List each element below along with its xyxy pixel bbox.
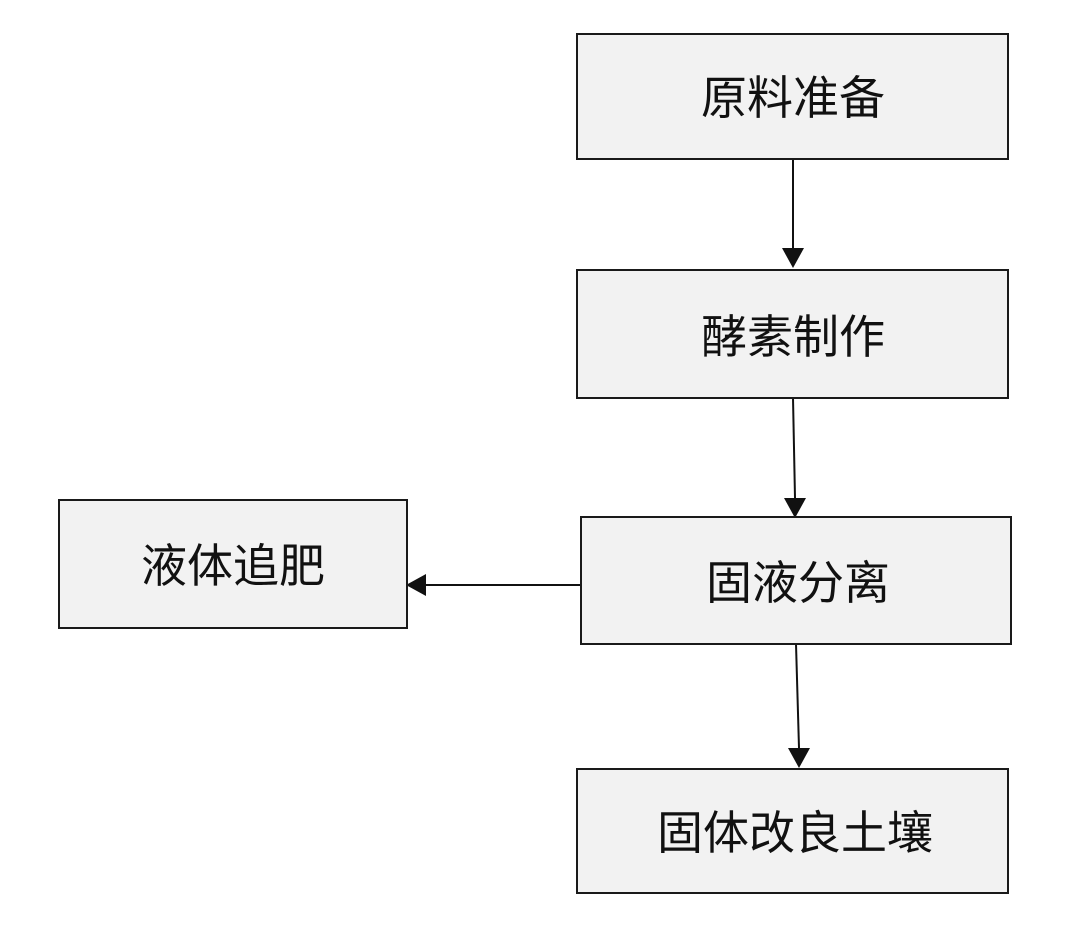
- node-liquid-topdressing[interactable]: 液体追肥: [58, 499, 408, 629]
- arrowhead-icon: [784, 498, 806, 518]
- node-box: [576, 269, 1009, 399]
- arrowhead-icon: [788, 748, 810, 768]
- arrowhead-icon: [406, 574, 426, 596]
- node-label: 液体追肥: [141, 539, 325, 593]
- node-label: 固液分离: [706, 556, 890, 610]
- edge-line: [795, 643, 800, 749]
- node-box: [58, 499, 408, 629]
- node-box: [580, 516, 1012, 645]
- edges: [406, 159, 810, 768]
- edge-line: [792, 397, 796, 499]
- node-box: [576, 768, 1009, 894]
- edge-enzyme-to-separate: [784, 397, 806, 518]
- node-enzyme-production[interactable]: 酵素制作: [576, 269, 1009, 399]
- node-solid-soil-improvement[interactable]: 固体改良土壤: [576, 768, 1009, 894]
- edge-separate-to-solid: [788, 643, 810, 768]
- edge-raw-to-enzyme: [782, 159, 804, 268]
- node-box: [576, 33, 1009, 160]
- node-label: 原料准备: [701, 71, 885, 125]
- node-solid-liquid-separation[interactable]: 固液分离: [580, 516, 1012, 645]
- node-raw-material-prep[interactable]: 原料准备: [576, 33, 1009, 160]
- arrowhead-icon: [782, 248, 804, 268]
- edge-separate-to-liquid: [406, 574, 581, 596]
- node-label: 酵素制作: [701, 310, 885, 364]
- node-label: 固体改良土壤: [657, 806, 933, 860]
